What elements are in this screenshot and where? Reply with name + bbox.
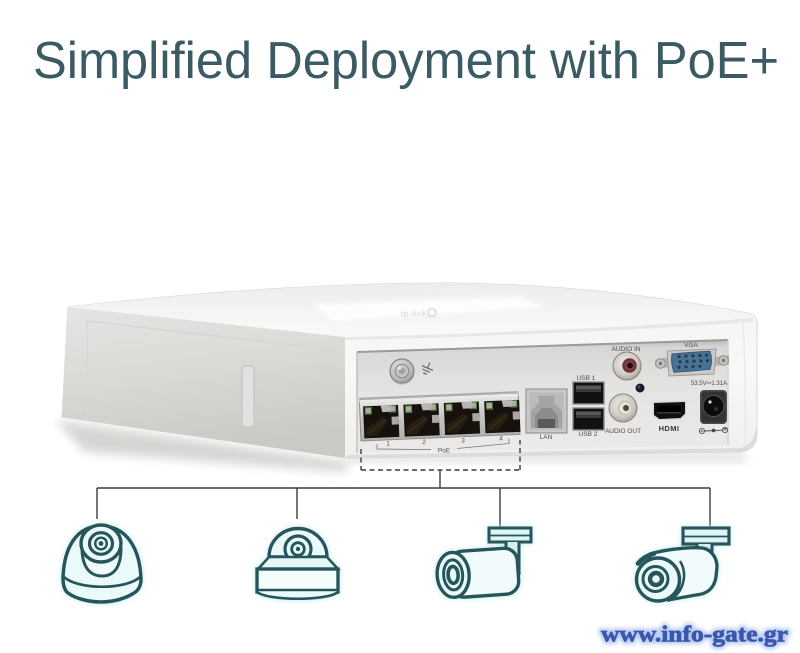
svg-text:PoE: PoE <box>438 448 451 455</box>
svg-text:1: 1 <box>386 441 390 448</box>
svg-text:tp-link: tp-link <box>401 308 428 319</box>
svg-text:VGA: VGA <box>684 342 698 349</box>
svg-text:www.info-gate.gr: www.info-gate.gr <box>601 622 788 647</box>
svg-text:USB 2: USB 2 <box>579 431 598 438</box>
svg-text:HDMI: HDMI <box>659 424 680 433</box>
svg-text:AUDIO OUT: AUDIO OUT <box>605 428 641 435</box>
svg-text:4: 4 <box>499 436 503 443</box>
svg-text:53.5V⎓1.31A: 53.5V⎓1.31A <box>691 381 727 387</box>
svg-text:www.info-gate.gr: www.info-gate.gr <box>601 622 788 647</box>
svg-text:LAN: LAN <box>540 434 553 441</box>
svg-text:2: 2 <box>422 439 426 446</box>
svg-text:Simplified Deployment with PoE: Simplified Deployment with PoE+ <box>33 32 779 90</box>
svg-text:AUDIO IN: AUDIO IN <box>612 346 641 353</box>
svg-text:3: 3 <box>461 438 465 445</box>
svg-text:USB 1: USB 1 <box>577 375 596 382</box>
